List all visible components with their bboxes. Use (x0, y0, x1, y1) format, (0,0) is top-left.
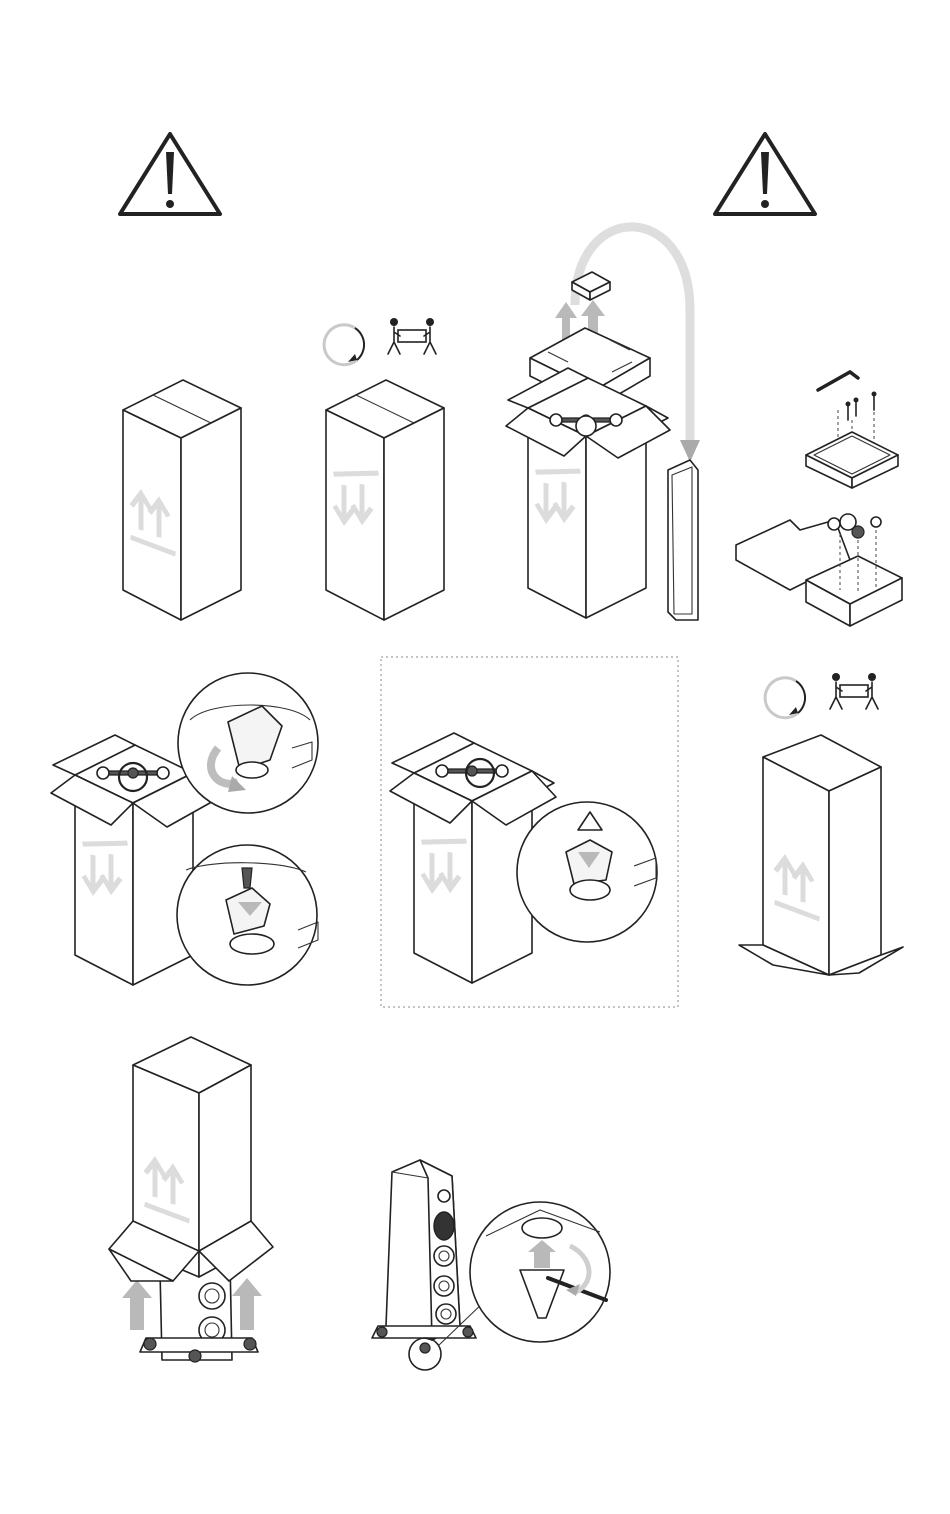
step-carton-inverted (324, 318, 444, 620)
foam-panel (668, 460, 698, 620)
step-attach-feet (51, 673, 318, 985)
step-carton-upright (123, 380, 241, 620)
step-lift-carton (109, 1037, 273, 1362)
step-fit-spikes (381, 657, 678, 1007)
warning-triangle-icon (120, 134, 220, 214)
rotate-arrow-icon (765, 678, 805, 718)
step-remove-packaging (506, 227, 700, 620)
magnifier-circle-icon (178, 673, 318, 813)
magnifier-circle-icon (517, 802, 657, 942)
spike-accessory-box (736, 514, 902, 626)
step-turn-upright (739, 673, 903, 975)
warning-triangle-icon (715, 134, 815, 214)
hex-key-icon (818, 372, 858, 390)
rotate-arrow-icon (324, 325, 364, 365)
two-person-lift-icon (388, 318, 436, 354)
magnifier-circle-icon (177, 845, 318, 985)
step-accessory-boxes (736, 372, 902, 626)
step-adjust-spikes (372, 1160, 610, 1370)
small-accessory-box (806, 432, 898, 488)
two-person-lift-icon (830, 673, 878, 709)
